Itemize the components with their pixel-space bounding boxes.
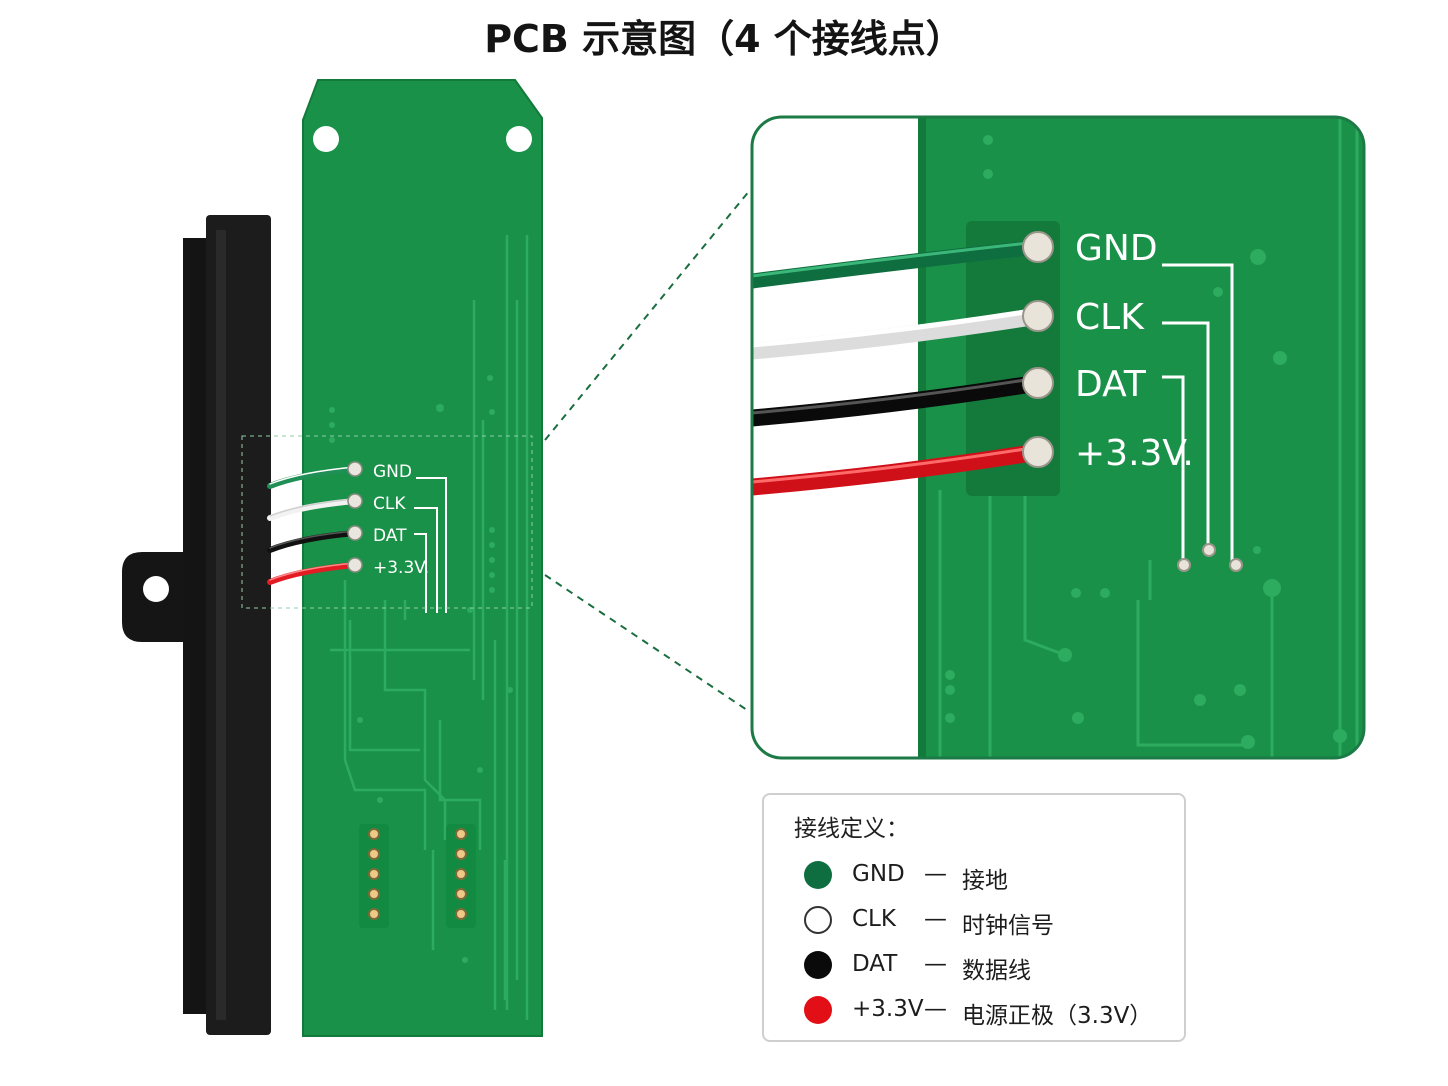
board-label-clk: CLK bbox=[373, 494, 406, 514]
legend-desc: 电源正极（3.3V） bbox=[962, 1003, 1153, 1029]
pcb-board bbox=[267, 79, 543, 1037]
board-label-vcc: +3.3V. bbox=[373, 558, 429, 578]
board-pads bbox=[347, 461, 363, 573]
mount-hole bbox=[143, 576, 169, 602]
pcb-hole-right bbox=[506, 126, 532, 152]
legend-name: CLK bbox=[852, 906, 896, 932]
black-dot-icon bbox=[804, 951, 832, 979]
legend-name: +3.3V bbox=[852, 996, 924, 1022]
legend-dash: — bbox=[924, 996, 947, 1022]
board-wires bbox=[267, 466, 358, 585]
zoom-wires bbox=[752, 239, 1047, 496]
header-pads-right bbox=[446, 824, 476, 928]
legend-name: GND bbox=[852, 861, 905, 887]
zoom-label-clk: CLK bbox=[1075, 297, 1145, 338]
zoom-label-gnd: GND bbox=[1075, 228, 1158, 269]
white-dot-icon bbox=[804, 906, 832, 934]
legend-row-dat: DAT — 数据线 bbox=[804, 949, 1184, 985]
zoom-label-vcc: +3.3V. bbox=[1075, 433, 1194, 474]
green-dot-icon bbox=[804, 861, 832, 889]
zoom-connectors bbox=[241, 189, 751, 713]
pcb-hole-left bbox=[313, 126, 339, 152]
device-case bbox=[122, 215, 271, 1035]
legend-desc: 数据线 bbox=[962, 958, 1031, 984]
page-title: PCB 示意图（4 个接线点） bbox=[484, 17, 964, 61]
legend-row-vcc: +3.3V — 电源正极（3.3V） bbox=[804, 994, 1184, 1030]
header-pads-left bbox=[359, 824, 389, 928]
zoom-label-dat: DAT bbox=[1075, 364, 1147, 405]
zoom-panel bbox=[750, 115, 1366, 760]
zoom-pads bbox=[1022, 231, 1054, 468]
wiring-legend: 接线定义： GND — 接地 CLK — 时钟信号 DAT — 数据线 +3.3… bbox=[762, 793, 1186, 1042]
legend-dash: — bbox=[924, 951, 947, 977]
board-label-dat: DAT bbox=[373, 526, 407, 546]
header-block bbox=[966, 221, 1060, 496]
legend-row-clk: CLK — 时钟信号 bbox=[804, 904, 1184, 940]
zoom-label-leaders bbox=[1162, 263, 1234, 565]
legend-name: DAT bbox=[852, 951, 898, 977]
zoom-pin-labels: GND CLK DAT +3.3V. bbox=[1075, 228, 1194, 474]
board-label-leaders bbox=[414, 477, 447, 613]
legend-title: 接线定义： bbox=[794, 816, 909, 842]
legend-desc: 时钟信号 bbox=[962, 913, 1054, 939]
red-dot-icon bbox=[804, 996, 832, 1024]
legend-dash: — bbox=[924, 861, 947, 887]
legend-dash: — bbox=[924, 906, 947, 932]
legend-row-gnd: GND — 接地 bbox=[804, 859, 1184, 895]
board-pin-labels: GND CLK DAT +3.3V. bbox=[373, 462, 429, 578]
board-label-gnd: GND bbox=[373, 462, 412, 482]
legend-desc: 接地 bbox=[962, 868, 1008, 894]
